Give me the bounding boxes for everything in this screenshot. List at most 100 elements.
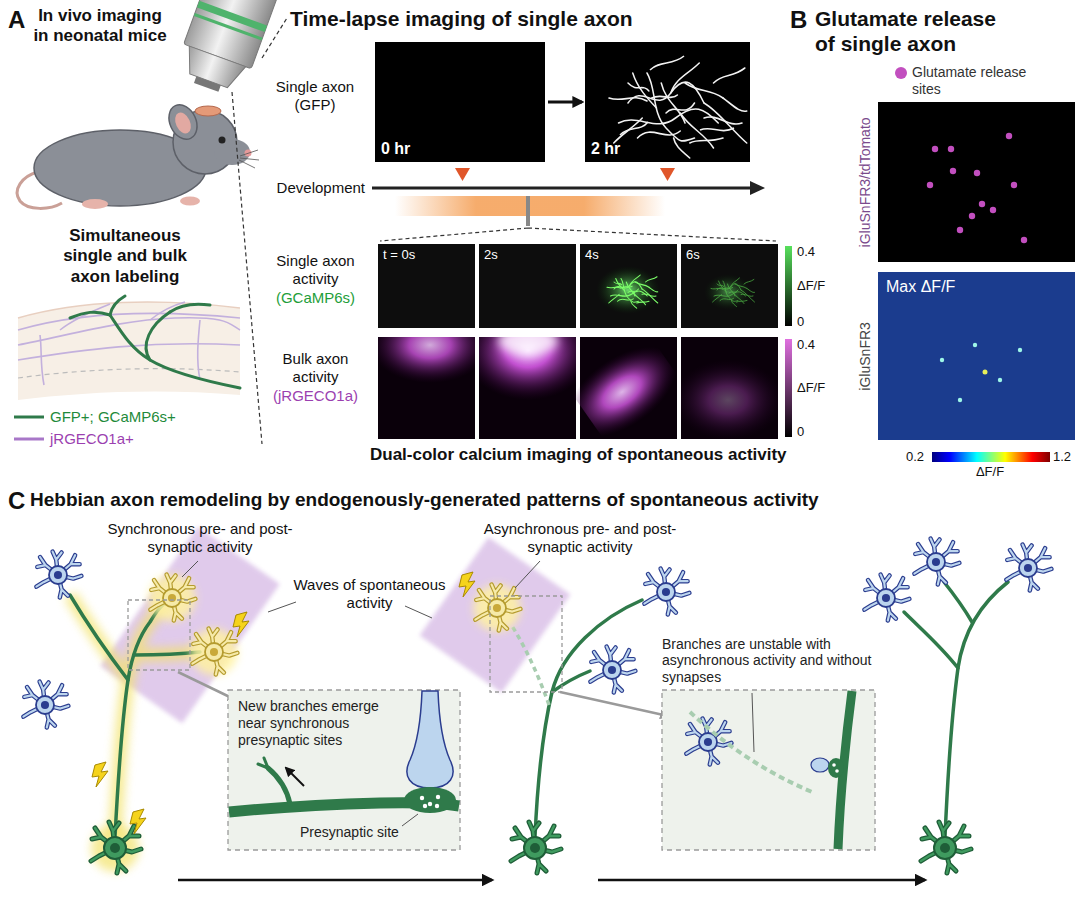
mouse-illustration <box>239 150 259 168</box>
inset-illustration <box>407 691 453 788</box>
microscope-objective <box>194 13 263 40</box>
neuron <box>511 822 561 873</box>
leader-line <box>268 602 296 612</box>
row-label: Single axon activity <box>263 252 368 288</box>
neuron <box>149 575 196 622</box>
inset-illustration <box>423 804 427 808</box>
microscope-objective <box>172 0 278 100</box>
stage-arrow <box>178 879 492 882</box>
inset-box: New branches emerge near synchronous pre… <box>228 690 460 850</box>
mouse-illustration <box>17 100 259 209</box>
node-text: 6s <box>686 247 700 263</box>
inset-illustration <box>828 758 844 778</box>
colorbar <box>932 452 1050 462</box>
micrograph <box>585 42 750 162</box>
calcium-frame: t = 0s <box>378 244 475 328</box>
colorbar-unit: ΔF/F <box>797 380 825 396</box>
axon-schematic <box>18 302 240 400</box>
legend-item: GFP+; GCaMP6s+ <box>50 408 176 426</box>
micrograph <box>974 170 980 176</box>
neuron <box>23 539 1051 873</box>
node-text: Max ΔF/F <box>886 277 955 296</box>
retracting-branch <box>512 626 549 705</box>
panel-heading: Hebbian axon remodeling by endogenously-… <box>30 489 1075 512</box>
axon-schematic <box>18 296 240 400</box>
node-text: New branches emerge near synchronous pre… <box>238 698 398 748</box>
calcium-frame: 2s <box>479 244 576 328</box>
inset-illustration <box>228 690 460 850</box>
lightning-bolt <box>233 612 249 637</box>
neuron <box>921 822 971 873</box>
colorbar <box>785 339 792 437</box>
calcium-frame: 4s <box>580 244 677 328</box>
calcium-frame <box>704 274 752 310</box>
calcium-frame <box>681 360 778 439</box>
calcium-frame <box>479 337 576 400</box>
micrograph <box>940 343 1022 402</box>
stage-arrow <box>598 879 925 882</box>
panel-heading: Dual-color calcium imaging of spontaneou… <box>370 445 890 465</box>
micrograph <box>1006 133 1012 139</box>
inset-illustration <box>428 802 432 806</box>
row-label: (GCaMP6s) <box>263 289 368 307</box>
development-arrow <box>380 228 776 241</box>
legend-line-sample <box>14 438 44 441</box>
calcium-frame: 6s <box>681 244 778 328</box>
micrograph <box>609 56 747 158</box>
micrograph <box>932 146 938 152</box>
axis-label: iGluSnFR3 <box>857 271 874 441</box>
axon-glow <box>70 595 200 837</box>
micrograph <box>958 398 962 402</box>
axon-schematic <box>70 296 240 388</box>
inset-illustration <box>811 758 829 772</box>
annotation: Waves of spontaneous activity <box>282 576 457 612</box>
development-arrow <box>372 181 776 241</box>
inset-illustration <box>752 693 754 752</box>
zoom-region <box>128 596 562 692</box>
calcium-frame <box>580 244 677 328</box>
neuron <box>590 647 635 693</box>
calcium-frame <box>479 244 576 328</box>
connector-arrow <box>548 101 582 104</box>
node-text: Presynaptic site <box>300 824 399 841</box>
inset-illustration <box>662 690 875 850</box>
axon-schematic <box>18 344 240 360</box>
micrograph <box>950 168 956 174</box>
panel-letter: B <box>790 6 807 35</box>
neuron <box>191 629 238 676</box>
mouse-illustration <box>180 197 200 206</box>
colorbar-value: 0 <box>797 424 804 440</box>
micrograph <box>609 63 747 158</box>
legend-line-sample <box>14 416 44 419</box>
node-text: 2s <box>484 247 498 263</box>
micrograph <box>878 102 1075 262</box>
lightning-bolt <box>459 572 475 597</box>
neuron <box>644 569 689 615</box>
timepoint-marker <box>455 168 470 181</box>
calcium-frame <box>607 275 658 308</box>
legend-item: jRGECO1a+ <box>50 430 134 448</box>
calcium-frame <box>378 244 475 328</box>
panel-heading: Glutamate release of single axon <box>815 6 1015 56</box>
axon-schematic <box>40 335 44 385</box>
micrograph <box>990 207 996 213</box>
micrograph <box>948 146 954 152</box>
axon-glow <box>115 603 165 837</box>
axon-schematic <box>110 315 240 388</box>
leader-line <box>515 561 540 588</box>
axis-label: Development <box>262 179 365 197</box>
colorbar-value: 0 <box>797 314 804 330</box>
neuron <box>91 822 141 873</box>
row-label: Single axon (GFP) <box>265 78 365 114</box>
colorbar <box>785 246 792 326</box>
legend-line-sample <box>14 417 44 439</box>
axon <box>552 671 590 692</box>
micrograph <box>375 42 750 162</box>
panel-heading: Time-lapse imaging of single axon <box>290 6 760 31</box>
leader-line <box>182 561 198 577</box>
leader-line <box>182 561 540 618</box>
axon-schematic <box>70 312 110 318</box>
mouse-illustration <box>172 110 194 136</box>
inset-illustration <box>662 690 875 850</box>
axon-schematic <box>60 304 110 330</box>
